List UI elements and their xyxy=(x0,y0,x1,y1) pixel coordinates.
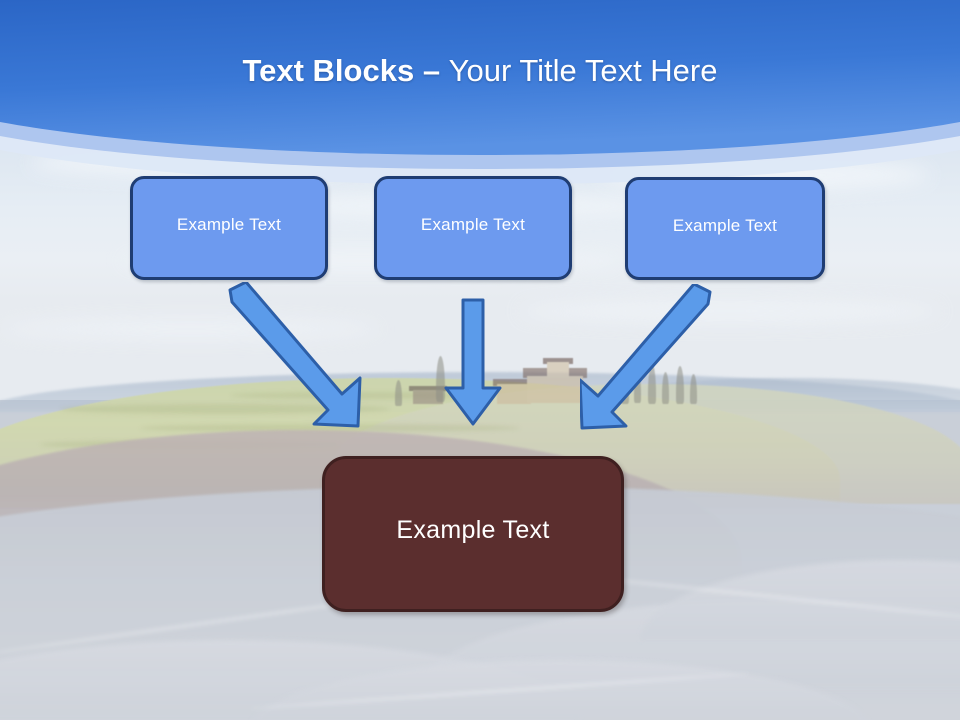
arrow-left xyxy=(228,282,362,428)
cloud xyxy=(520,300,940,322)
page-title-separator: – xyxy=(414,53,449,88)
text-block-3[interactable]: Example Text xyxy=(625,177,825,280)
cypress-tree xyxy=(436,356,445,402)
cypress-tree xyxy=(395,380,402,406)
cypress-tree xyxy=(648,364,656,404)
arrow-right xyxy=(580,284,712,430)
text-block-1[interactable]: Example Text xyxy=(130,176,328,280)
field-stripe xyxy=(140,424,520,432)
result-block[interactable]: Example Text xyxy=(322,456,624,612)
text-block-1-label: Example Text xyxy=(176,215,282,234)
header-banner xyxy=(0,0,960,185)
text-block-2[interactable]: Example Text xyxy=(374,176,572,280)
cypress-tree xyxy=(676,366,684,404)
arrow-middle xyxy=(444,298,502,426)
page-title-rest: Your Title Text Here xyxy=(448,53,718,88)
cypress-tree xyxy=(690,374,697,404)
field-stripe xyxy=(60,404,390,414)
banner-blue-body xyxy=(0,0,960,155)
page-title-bold: Text Blocks xyxy=(242,53,415,88)
arrow-middle-shape xyxy=(444,298,502,426)
result-block-label: Example Text xyxy=(396,515,550,544)
cypress-tree xyxy=(662,372,669,404)
arrow-right-shape xyxy=(580,284,712,430)
text-block-3-label: Example Text xyxy=(672,215,778,235)
arrow-left-shape xyxy=(228,282,362,428)
page-title: Text Blocks – Your Title Text Here xyxy=(0,52,960,90)
text-block-2-label: Example Text xyxy=(420,215,526,234)
cypress-tree xyxy=(634,370,641,403)
